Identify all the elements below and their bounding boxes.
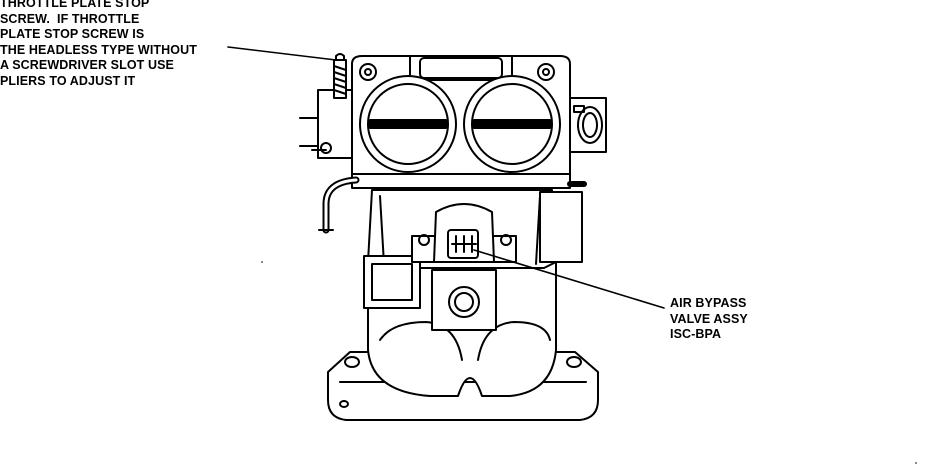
- throttle-plate-right: [473, 119, 551, 129]
- registration-mark-left: [261, 261, 263, 263]
- callout-line: SCREW. IF THROTTLE: [0, 11, 140, 26]
- callout-line: PLATE STOP SCREW IS: [0, 27, 145, 41]
- bore-right-inner: [471, 83, 553, 165]
- bypass-mount-bolt-right: [500, 234, 512, 246]
- callout-line: PLIERS TO ADJUST IT: [0, 73, 136, 88]
- left-side-box-inner: [371, 263, 413, 301]
- stop-screw-tip: [335, 53, 345, 61]
- tps-tab: [573, 105, 585, 113]
- throttle-body-top-lip: [409, 55, 513, 81]
- tps-sensor-face: [577, 106, 603, 144]
- throttle-lever-bracket: [317, 89, 353, 159]
- intake-left-rib: [379, 195, 385, 265]
- callout-line: VALVE ASSY: [670, 311, 748, 326]
- callout-line: AIR BYPASS: [670, 296, 747, 310]
- leader-air-bypass: [473, 249, 665, 309]
- top-bolt-right-center: [542, 68, 550, 76]
- linkage-pivot: [320, 142, 332, 154]
- bypass-connector-pins: [451, 235, 477, 253]
- plenum-lobe-left: [379, 321, 463, 361]
- bypass-mount-bolt-left: [418, 234, 430, 246]
- flange-bolt-hole-left: [344, 356, 360, 368]
- top-bolt-left-center: [364, 68, 372, 76]
- registration-mark-right: [915, 462, 917, 464]
- throttle-top-boss: [419, 57, 503, 79]
- throttle-lever-arm: [299, 117, 319, 147]
- throttle-plate-left: [369, 119, 447, 129]
- top-bolt-right: [537, 63, 555, 81]
- stop-screw-threads: [333, 65, 347, 95]
- air-bypass-valve-callout: AIR BYPASS VALVE ASSY ISC-BPA: [670, 296, 748, 343]
- callout-line: A SCREWDRIVER SLOT USE: [0, 58, 174, 72]
- bypass-tube-inner: [324, 178, 358, 232]
- callout-line: THE HEADLESS TYPE WITHOUT: [0, 42, 197, 57]
- left-side-box: [363, 255, 421, 309]
- throttle-stop-screw-callout: THROTTLE PLATE STOP SCREW. IF THROTTLE P…: [0, 0, 197, 89]
- plenum-lobe-right: [477, 321, 551, 361]
- top-bolt-left: [359, 63, 377, 81]
- tps-sensor-face-inner: [582, 112, 598, 138]
- leader-throttle-stop: [227, 46, 337, 61]
- callout-line: ISC-BPA: [670, 327, 722, 341]
- callout-line: THROTTLE PLATE STOP: [0, 0, 150, 10]
- center-port: [448, 286, 480, 318]
- right-side-housing: [539, 191, 583, 263]
- bore-left-inner: [367, 83, 449, 165]
- flange-bolt-hole-left-lower: [339, 400, 349, 408]
- center-port-inner: [454, 292, 474, 312]
- flange-bolt-hole-right: [566, 356, 582, 368]
